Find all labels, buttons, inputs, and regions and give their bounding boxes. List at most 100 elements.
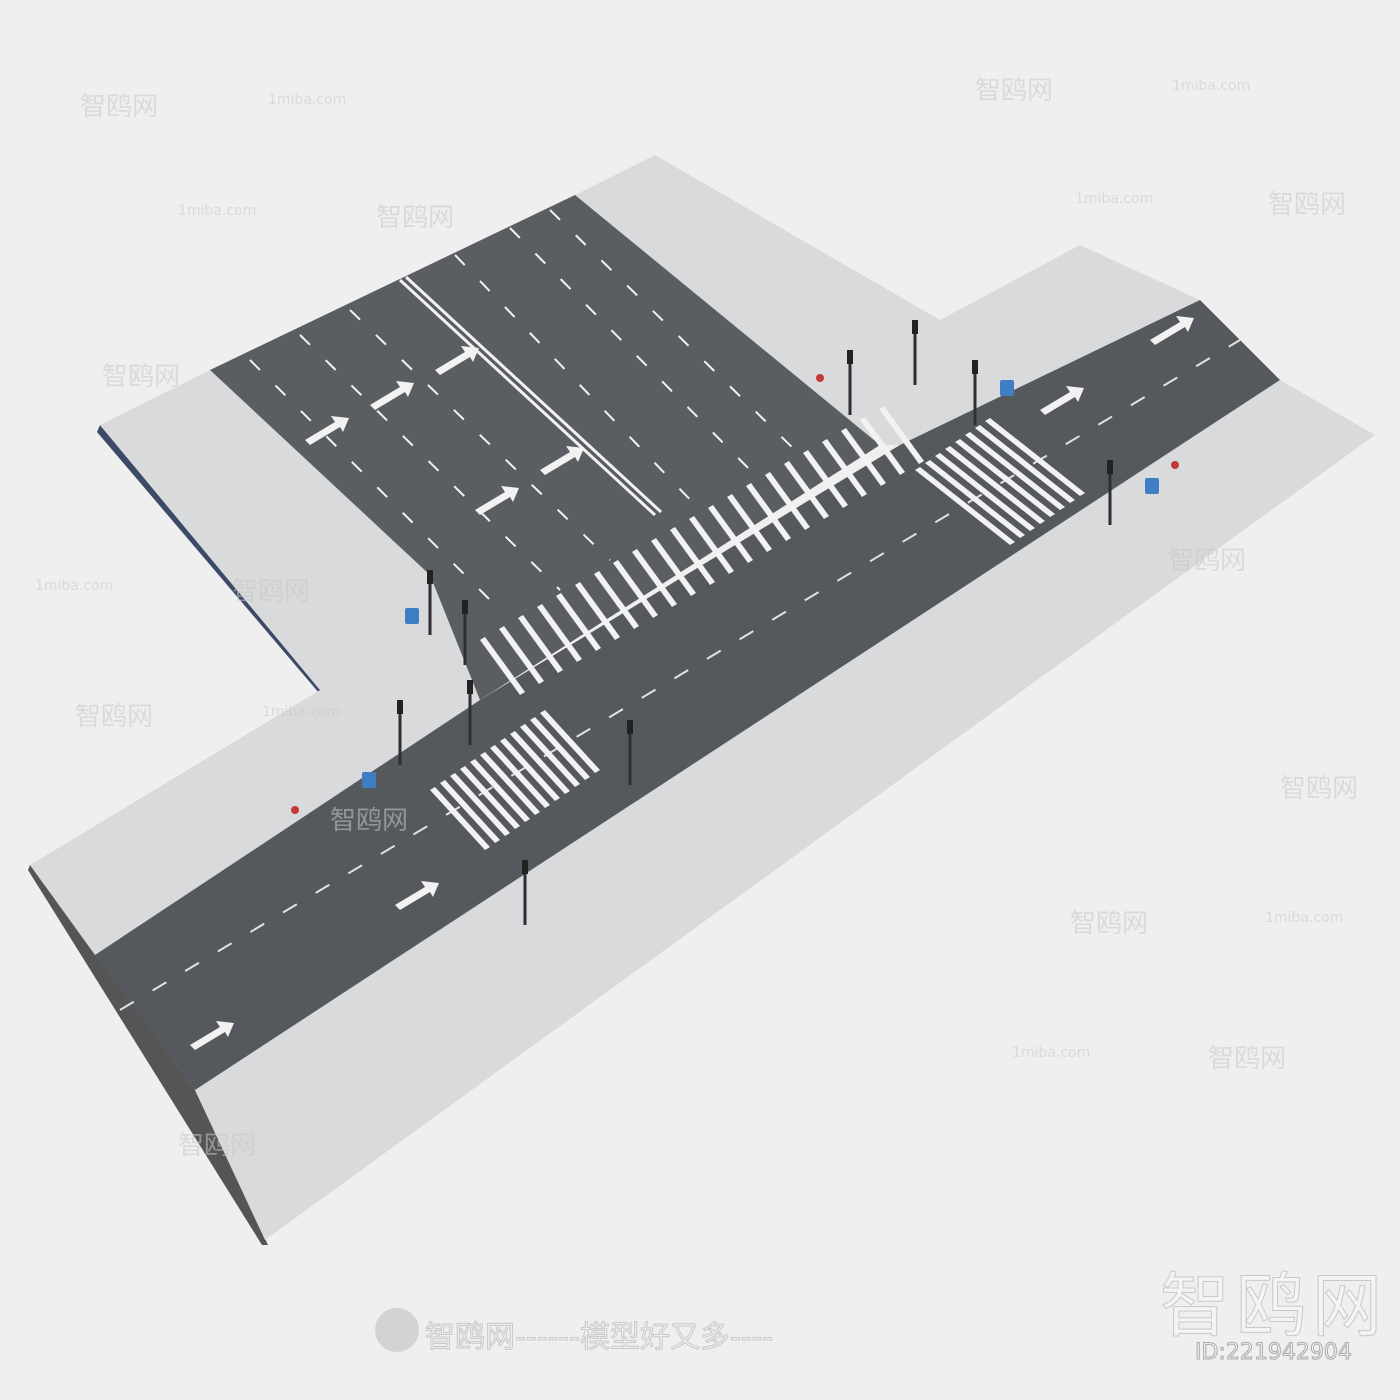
mailbox-icon	[362, 772, 376, 788]
crosswalk-stripe	[955, 439, 1055, 517]
watermark-big-brand: 智鸥网	[1160, 1265, 1388, 1348]
watermark-brand: 智鸥网	[975, 76, 1054, 106]
watermark-brand: 智鸥网	[232, 577, 311, 607]
watermark-site: 1miba.com	[1075, 191, 1154, 207]
street-props	[291, 320, 1179, 925]
crosswalk-stripe	[975, 425, 1075, 503]
crosswalk-stripe	[935, 453, 1035, 531]
traffic-light-icon	[627, 720, 633, 734]
watermark-brand: 智鸥网	[178, 1131, 257, 1161]
crosswalk-stripe	[480, 637, 525, 695]
crosswalk-stripe	[594, 571, 639, 629]
lane-arrow-icon	[190, 1021, 234, 1050]
sidewalk-lower-right	[195, 380, 1375, 1240]
sidewalk-left	[30, 690, 480, 955]
sidewalk-upper-left	[100, 370, 480, 700]
lane-arrow-icon	[1040, 386, 1084, 415]
crosswalk-stripe	[925, 460, 1025, 538]
lane-dash-line	[549, 209, 801, 456]
watermark-site: 1miba.com	[1012, 1045, 1091, 1061]
fire-hydrant-icon	[816, 374, 824, 382]
traffic-light-icon	[462, 600, 468, 614]
traffic-light-icon	[1107, 460, 1113, 474]
lane-arrow-icon	[395, 881, 439, 910]
traffic-light-icon	[397, 700, 403, 714]
watermark-brand: 智鸥网	[1268, 190, 1347, 220]
watermark-brand: 智鸥网	[330, 806, 409, 836]
crosswalk-stripe	[727, 494, 772, 552]
fire-hydrant-icon	[291, 806, 299, 814]
traffic-light-icon	[467, 680, 473, 694]
crosswalk-stripe	[670, 527, 715, 585]
watermark-brand: 智鸥网	[1070, 909, 1149, 939]
crosswalk-stripe	[784, 461, 829, 519]
crosswalk-stripe	[499, 626, 544, 684]
watermark-site: 1miba.com	[262, 704, 341, 720]
lane-dash-line	[509, 227, 761, 481]
watermark-slogan: 智鸥网------模型好又多----	[424, 1320, 774, 1356]
crosswalk-stripe	[510, 731, 570, 794]
watermark-brand: 智鸥网	[102, 362, 181, 392]
crosswalk-stripe	[500, 738, 560, 801]
crosswalk-stripe	[803, 450, 848, 508]
crosswalk-stripe	[460, 766, 520, 829]
crosswalk-stripe	[490, 745, 550, 808]
watermark-site: 1miba.com	[1265, 910, 1344, 926]
lane-arrow-icon	[305, 416, 349, 445]
crosswalk-stripe	[879, 406, 924, 464]
watermark-brand: 智鸥网	[75, 702, 154, 732]
crosswalk-stripe	[915, 467, 1015, 545]
crosswalk-stripe	[537, 604, 582, 662]
lane-dash-line	[454, 254, 701, 511]
crosswalk-stripe	[841, 428, 886, 486]
crosswalk-stripe	[440, 780, 500, 843]
traffic-light-icon	[427, 570, 433, 584]
crosswalk-stripe	[450, 773, 510, 836]
watermark-site: 1miba.com	[268, 92, 347, 108]
crosswalk-stripe	[822, 439, 867, 497]
crosswalk-stripe	[945, 446, 1045, 524]
crosswalk-stripe	[530, 717, 590, 780]
crosswalk-stripe	[518, 615, 563, 673]
fire-hydrant-icon	[1171, 461, 1179, 469]
traffic-light-icon	[972, 360, 978, 374]
road-main	[95, 300, 1280, 1090]
watermark-site: 1miba.com	[35, 578, 114, 594]
crosswalk-stripe	[480, 752, 540, 815]
watermark-id: ID:221942904	[1195, 1340, 1353, 1366]
crosswalk-stripe	[613, 560, 658, 618]
watermark-brand: 智鸥网	[1208, 1044, 1287, 1074]
crosswalk-stripe	[689, 516, 734, 574]
traffic-light-icon	[847, 350, 853, 364]
crosswalk-stripe	[632, 549, 677, 607]
crosswalk-stripe	[651, 538, 696, 596]
center-line	[398, 278, 657, 517]
crosswalk-stripe	[430, 787, 490, 850]
crosswalk-stripe	[540, 710, 600, 773]
road-cross	[210, 195, 880, 700]
lane-arrow-icon	[1150, 316, 1194, 345]
brand-logo-icon	[375, 1308, 419, 1352]
road-markings	[119, 209, 1241, 1050]
crosswalk-stripe	[575, 582, 620, 640]
watermark-brand: 智鸥网	[1168, 546, 1247, 576]
mailbox-icon	[1145, 478, 1159, 494]
lane-dash-line	[119, 339, 1241, 1011]
mailbox-icon	[1000, 380, 1014, 396]
lane-dash-line	[249, 359, 501, 611]
watermark-brand: 智鸥网	[80, 92, 159, 122]
crosswalk-stripe	[746, 483, 791, 541]
watermark-brand: 智鸥网	[1280, 774, 1359, 804]
center-line	[404, 275, 663, 514]
lane-arrow-icon	[435, 346, 479, 375]
watermark-site: 1miba.com	[178, 203, 257, 219]
crosswalk-stripe	[765, 472, 810, 530]
watermark-site: 1miba.com	[1172, 78, 1251, 94]
sidewalk-upper-right	[575, 155, 1200, 445]
crosswalk-stripe	[985, 418, 1085, 496]
crosswalk-stripe	[556, 593, 601, 651]
crosswalk-stripe	[520, 724, 580, 787]
crosswalk-stripe	[860, 417, 905, 475]
lane-dash-line	[349, 309, 611, 561]
